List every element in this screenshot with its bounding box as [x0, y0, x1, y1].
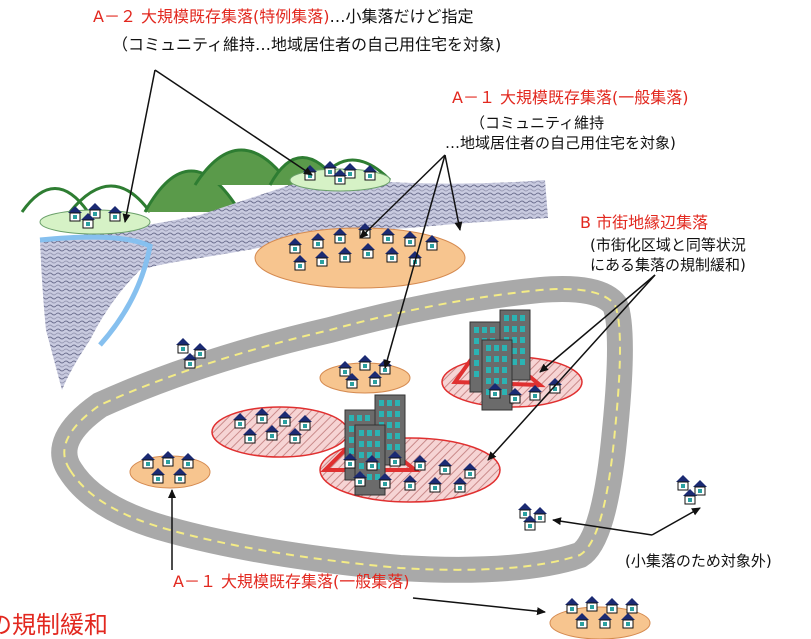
label-a2-tail: …小集落だけど指定 [329, 7, 474, 26]
label-b-note2: にある集落の規制緩和) [590, 256, 746, 274]
label-a1-top-note1: （コミュニティ維持 [470, 114, 605, 132]
label-footer-partial: の規制緩和 [0, 611, 108, 639]
label-b-title: B 市街地縁辺集落 [580, 213, 709, 232]
settlement-b-left [211, 406, 349, 458]
arrows [122, 69, 701, 616]
label-a1-top-title: A－１ 大規模既存集落(一般集落) [452, 88, 689, 107]
label-b-note1: (市街化区域と同等状況 [590, 236, 746, 254]
label-a1-top-note2: …地域居住者の自己用住宅を対象) [445, 134, 676, 152]
label-a2: A－２ 大規模既存集落(特例集落)…小集落だけど指定 [93, 7, 474, 26]
river [40, 180, 548, 390]
riverbank [39, 234, 153, 347]
label-small-note: (小集落のため対象外) [625, 552, 772, 570]
label-a2-title: A－２ 大規模既存集落(特例集落) [93, 7, 330, 26]
label-a1-bottom-title: A－１ 大規模既存集落(一般集落) [173, 572, 410, 591]
label-a2-note: （コミュニティ維持…地域居住者の自己用住宅を対象) [112, 35, 502, 54]
